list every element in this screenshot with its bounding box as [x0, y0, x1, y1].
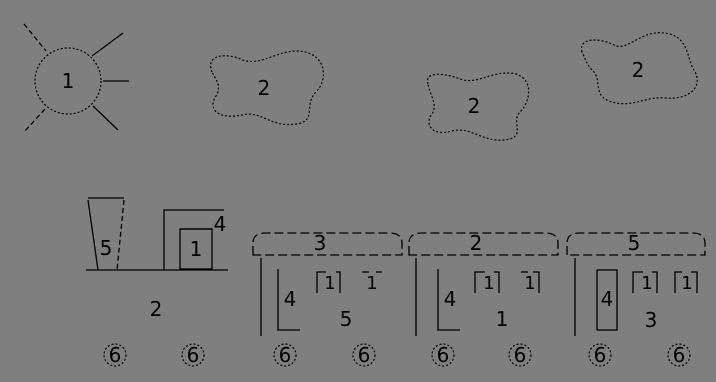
wagon-1-door-label: 4	[284, 287, 297, 311]
wagon-3-roof	[566, 232, 706, 256]
cloud-1: 2	[209, 50, 325, 126]
wagon-2-window-1: 1	[474, 271, 500, 294]
wagon-1: 3 4 1 1 5 6 6	[252, 231, 403, 367]
svg-text:1: 1	[366, 273, 377, 294]
svg-text:1: 1	[324, 273, 335, 294]
wagon-3-roof-label: 5	[628, 231, 641, 255]
wagon-2-door-label: 4	[444, 287, 457, 311]
wagon-3-door-label: 4	[601, 287, 614, 311]
wagon-1-door	[277, 269, 300, 331]
svg-text:6: 6	[187, 343, 200, 367]
svg-text:6: 6	[437, 343, 450, 367]
wagon-3-window-2: 1	[674, 271, 698, 294]
cloud-3: 2	[580, 32, 698, 105]
svg-text:6: 6	[358, 343, 371, 367]
cloud-2-label: 2	[468, 94, 481, 118]
wagon-2-wheel-2: 6	[508, 343, 532, 367]
wagon-3-body-label: 3	[645, 308, 658, 332]
wagon-2-body-label: 1	[496, 307, 509, 331]
cloud-1-label: 2	[258, 76, 271, 100]
locomotive-body-label: 2	[150, 297, 163, 321]
wagon-1-window-1: 1	[316, 271, 341, 294]
wagon-2: 2 4 1 1 1 6 6	[408, 231, 559, 367]
wagon-3-wheel-2: 6	[667, 343, 691, 367]
cloud-3-label: 2	[632, 58, 645, 82]
cloud-2: 2	[426, 72, 530, 141]
svg-text:1: 1	[524, 273, 535, 294]
locomotive: 5 1 4 2 6 6	[86, 197, 228, 367]
svg-text:1: 1	[641, 273, 652, 294]
sun-label: 1	[62, 69, 75, 93]
svg-text:6: 6	[109, 343, 122, 367]
svg-text:6: 6	[594, 343, 607, 367]
cab-roof-label: 4	[214, 212, 227, 236]
wagon-1-body-label: 5	[340, 307, 353, 331]
locomotive-wheel-1: 6	[103, 343, 127, 367]
wagon-1-window-2: 1	[362, 271, 382, 294]
svg-text:6: 6	[673, 343, 686, 367]
wagon-1-wheel-2: 6	[352, 343, 376, 367]
sun: 1	[23, 23, 129, 133]
wagon-2-roof	[408, 232, 559, 256]
wagon-3-door	[596, 269, 618, 331]
wagon-2-roof-label: 2	[470, 231, 483, 255]
wagon-2-door	[437, 269, 460, 331]
wagon-3-wheel-1: 6	[588, 343, 612, 367]
wagon-3: 5 4 1 1 3 6 6	[566, 231, 706, 367]
wagon-2-wheel-1: 6	[431, 343, 455, 367]
sun-rays	[23, 23, 129, 133]
chimney: 5	[87, 197, 125, 271]
cab: 1 4	[163, 209, 227, 270]
chimney-label: 5	[100, 236, 113, 260]
wagon-2-window-2: 1	[521, 271, 540, 294]
wagon-3-window-1: 1	[632, 271, 658, 294]
cab-window-label: 1	[190, 237, 203, 261]
locomotive-wheel-2: 6	[181, 343, 205, 367]
svg-text:6: 6	[279, 343, 292, 367]
svg-text:1: 1	[681, 273, 692, 294]
sun-disc	[34, 47, 102, 115]
svg-text:6: 6	[514, 343, 527, 367]
wagon-1-wheel-1: 6	[273, 343, 297, 367]
wagon-1-roof-label: 3	[314, 231, 327, 255]
wagon-1-roof	[252, 232, 403, 256]
svg-text:1: 1	[483, 273, 494, 294]
